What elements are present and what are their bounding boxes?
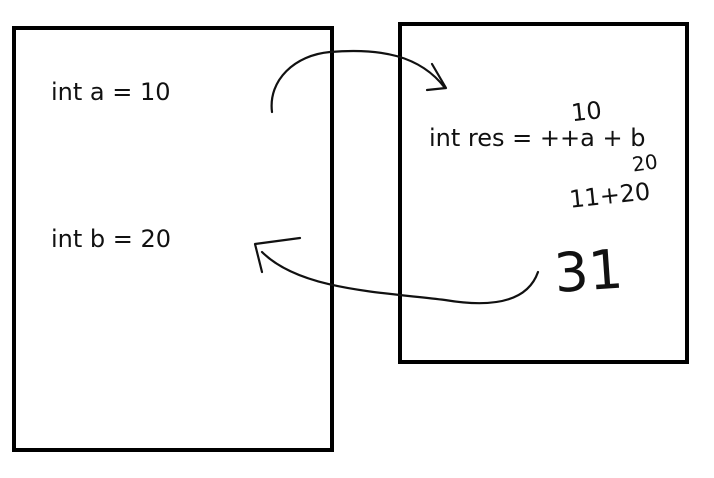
left-code-box [12,26,334,452]
arrow-result-back [260,250,540,305]
arrow-to-expression-head [425,62,448,92]
arrow-to-expression [270,49,447,114]
declaration-b: int b = 20 [51,225,172,253]
expression-res: int res = ++a + b [429,124,646,152]
right-code-box [398,22,689,364]
note-b-value: 20 [631,149,660,176]
result-value: 31 [552,237,625,305]
arrow-result-back-head [253,236,302,274]
note-a-value: 10 [570,96,603,127]
note-sum: 11+20 [568,177,652,213]
declaration-a: int a = 10 [51,78,171,106]
